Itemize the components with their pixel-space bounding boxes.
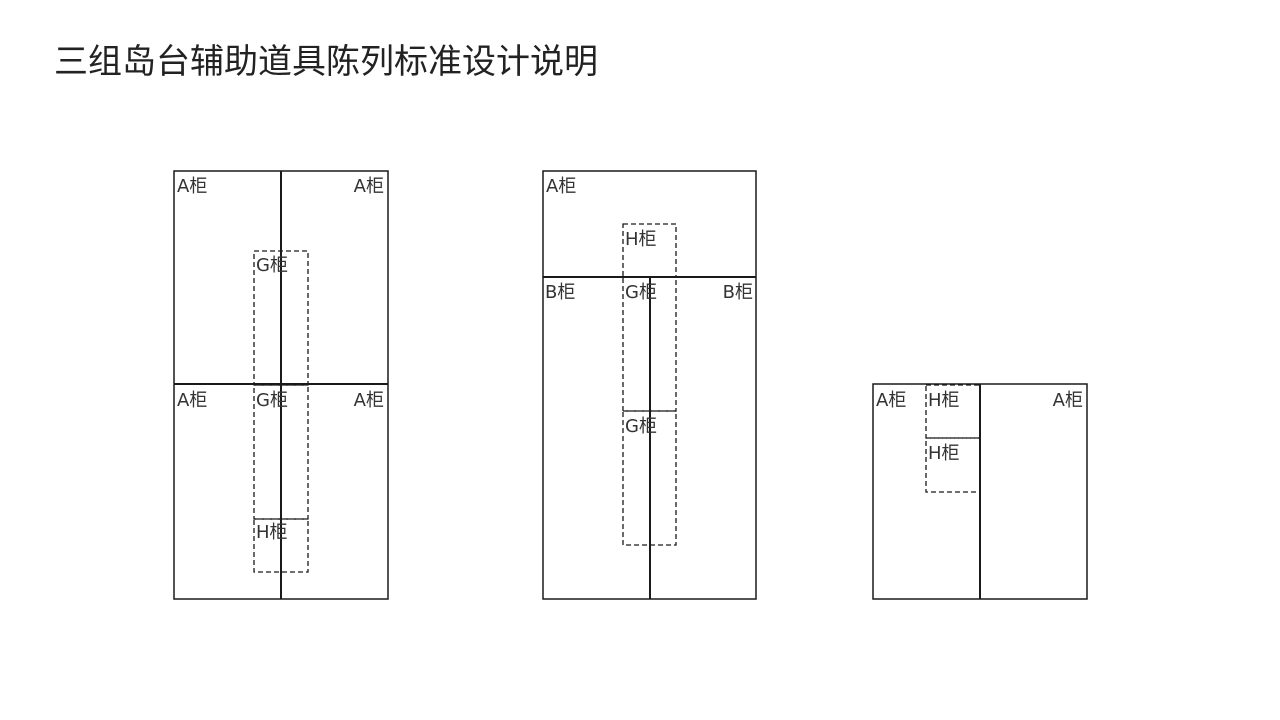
layout-1-label-mid-left: A柜 — [177, 390, 207, 411]
layout-1-label-g-upper: G柜 — [256, 255, 288, 276]
layout-2-label-g-upper: G柜 — [625, 282, 657, 303]
layout-1-label-g-lower: G柜 — [256, 390, 288, 411]
layout-2-label-b-left: B柜 — [545, 282, 575, 303]
layout-3-label-left: A柜 — [876, 390, 906, 411]
layout-3-label-h-upper: H柜 — [928, 390, 960, 411]
layout-2: A柜 H柜 B柜 G柜 B柜 G柜 — [542, 170, 757, 600]
layout-3-h-cabinet-upper — [925, 384, 981, 439]
page-title: 三组岛台辅助道具陈列标准设计说明 — [54, 42, 598, 82]
layout-2-label-top: A柜 — [546, 176, 576, 197]
layout-1-g-cabinet-upper — [253, 250, 309, 386]
layout-1: A柜 A柜 G柜 A柜 G柜 A柜 H柜 — [173, 170, 389, 600]
layout-3-label-h-lower: H柜 — [928, 443, 960, 464]
layout-1-label-top-left: A柜 — [177, 176, 207, 197]
layout-1-h-cabinet — [253, 518, 309, 573]
layout-1-label-h: H柜 — [256, 522, 288, 543]
layout-1-label-mid-right: A柜 — [354, 390, 384, 411]
layout-3: A柜 H柜 A柜 H柜 — [872, 383, 1088, 600]
layout-3-h-cabinet-lower — [925, 437, 981, 493]
layout-1-g-cabinet-lower — [253, 384, 309, 520]
layout-2-g-cabinet-upper — [622, 276, 677, 412]
layout-3-label-right: A柜 — [1053, 390, 1083, 411]
layout-2-label-g-lower: G柜 — [625, 416, 657, 437]
layout-1-label-top-right: A柜 — [354, 176, 384, 197]
layout-2-label-h: H柜 — [625, 229, 657, 250]
layout-2-label-b-right: B柜 — [723, 282, 753, 303]
layout-2-g-cabinet-lower — [622, 410, 677, 546]
